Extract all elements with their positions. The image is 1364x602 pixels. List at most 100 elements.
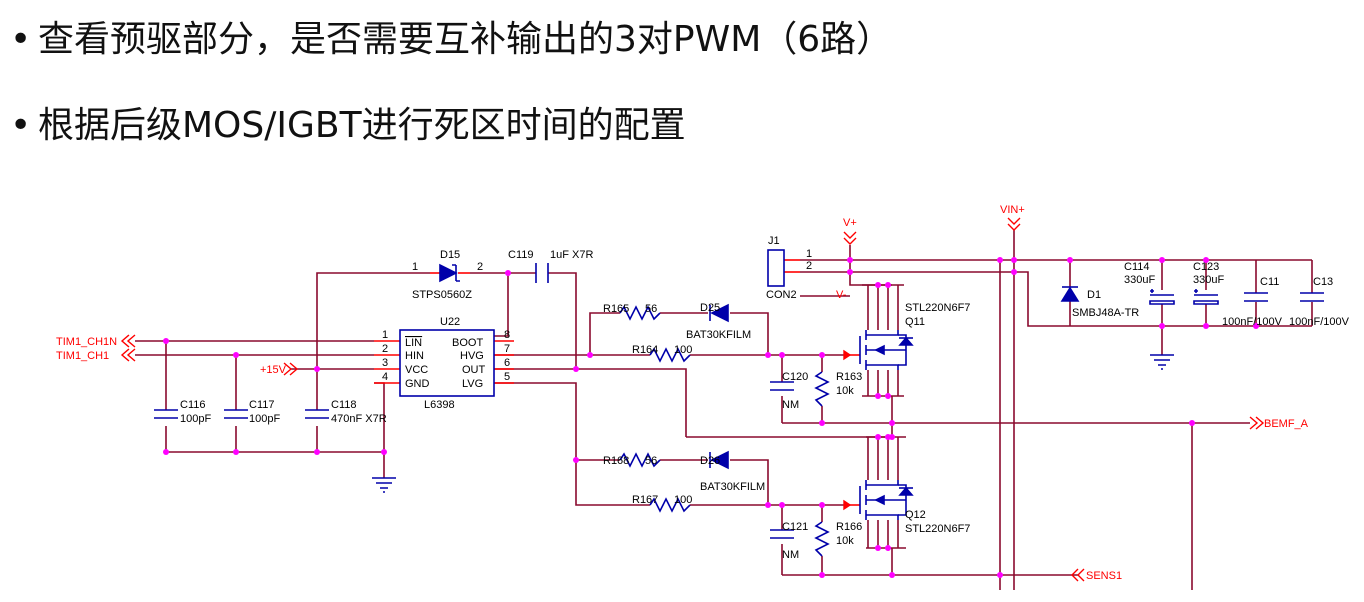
r164-ref: R164 bbox=[632, 344, 658, 356]
c121-value: NM bbox=[782, 549, 799, 561]
d26-part: BAT30KFILM bbox=[700, 481, 765, 493]
c119-cap bbox=[535, 263, 549, 283]
u22-pin-name: LVG bbox=[462, 378, 483, 390]
bullet-item: •查看预驱部分，是否需要互补输出的3对PWM（6路） bbox=[10, 20, 892, 60]
r164-resistor bbox=[649, 347, 691, 363]
q12-part: STL220N6F7 bbox=[905, 523, 970, 535]
r164-value: 100 bbox=[674, 344, 692, 356]
r166-ref: R166 bbox=[836, 521, 862, 533]
c119-value: 1uF X7R bbox=[550, 249, 593, 261]
c118-ref: C118 bbox=[331, 399, 356, 411]
bullet-dot: • bbox=[10, 105, 32, 146]
u22-pin-name: BOOT bbox=[452, 337, 483, 349]
c13-ref: C13 bbox=[1313, 276, 1333, 288]
u22-pin-num: 3 bbox=[382, 357, 388, 369]
c120-ref: C120 bbox=[782, 371, 808, 383]
c119-ref: C119 bbox=[508, 249, 533, 261]
d1-ref: D1 bbox=[1087, 289, 1101, 301]
net-label-vin-plus: VIN+ bbox=[1000, 204, 1025, 216]
d15-diode bbox=[439, 263, 458, 283]
r166-resistor bbox=[814, 521, 830, 557]
bullet-item: •根据后级MOS/IGBT进行死区时间的配置 bbox=[10, 106, 686, 146]
u22-pin-num: 8 bbox=[504, 329, 510, 341]
net-label-tim1-ch1: TIM1_CH1 bbox=[56, 350, 109, 362]
q11-part: STL220N6F7 bbox=[905, 302, 970, 314]
c117-value: 100pF bbox=[249, 413, 280, 425]
c114-cap bbox=[1149, 294, 1175, 305]
d15-pin: 1 bbox=[412, 261, 418, 273]
net-label-vplus: V+ bbox=[843, 217, 857, 229]
net-label-tim1-ch1n: TIM1_CH1N bbox=[56, 336, 117, 348]
u22-pin-name: GND bbox=[405, 378, 430, 390]
c117-cap bbox=[224, 409, 248, 419]
q12-mosfet bbox=[859, 480, 914, 520]
pins bbox=[374, 259, 860, 506]
u22-pin-name: HIN bbox=[405, 350, 424, 362]
c11-cap bbox=[1244, 292, 1268, 302]
c11-value: 100nF/100V bbox=[1222, 316, 1283, 328]
r165-ref: R165 bbox=[603, 303, 629, 315]
u22-ref: U22 bbox=[440, 316, 460, 328]
u22-pin-num: 6 bbox=[504, 357, 510, 369]
net-label-15v: +15V bbox=[260, 364, 287, 376]
q11-mosfet bbox=[859, 330, 914, 370]
d25-part: BAT30KFILM bbox=[686, 329, 751, 341]
d15-ref: D15 bbox=[440, 249, 460, 261]
r168-value: 56 bbox=[645, 455, 657, 467]
c121-ref: C121 bbox=[782, 521, 808, 533]
d1-tvs bbox=[1060, 286, 1080, 302]
components bbox=[154, 249, 1324, 557]
d25-ref: D25 bbox=[700, 302, 720, 314]
net-symbols bbox=[120, 217, 1265, 582]
u22-pin-num: 1 bbox=[382, 329, 388, 341]
r163-value: 10k bbox=[836, 385, 854, 397]
ground-symbol bbox=[372, 477, 396, 493]
r167-value: 100 bbox=[674, 494, 692, 506]
c120-value: NM bbox=[782, 399, 799, 411]
j1-pin: 1 bbox=[806, 248, 812, 260]
junctions bbox=[163, 257, 1259, 578]
c114-value: 330uF bbox=[1124, 274, 1155, 286]
r165-value: 56 bbox=[645, 303, 657, 315]
d26-diode bbox=[710, 450, 729, 470]
r168-ref: R168 bbox=[603, 455, 629, 467]
u22-pin-num: 7 bbox=[504, 343, 510, 355]
u22-part: L6398 bbox=[424, 399, 455, 411]
u22-body bbox=[399, 329, 495, 397]
j1-pin: 2 bbox=[806, 260, 812, 272]
net-label-vminus: V- bbox=[836, 289, 847, 301]
u22-pin-name: LIN bbox=[405, 337, 422, 349]
q12-ref: Q12 bbox=[905, 509, 926, 521]
d25-diode bbox=[710, 303, 729, 323]
c116-cap bbox=[154, 409, 178, 419]
c121-cap bbox=[770, 529, 794, 539]
c123-ref: C123 bbox=[1193, 261, 1219, 273]
u22-pin-name: HVG bbox=[460, 350, 484, 362]
u22-pin-num: 4 bbox=[382, 371, 388, 383]
net-label-bemf-a: BEMF_A bbox=[1264, 418, 1309, 430]
r165-resistor bbox=[619, 305, 661, 321]
c116-ref: C116 bbox=[180, 399, 205, 411]
net-label-sens1: SENS1 bbox=[1086, 570, 1122, 582]
bullet-dot: • bbox=[10, 19, 32, 60]
u22-pin-num: 2 bbox=[382, 343, 388, 355]
c118-cap bbox=[305, 409, 329, 419]
r167-resistor bbox=[649, 497, 691, 513]
u22-pin-name: OUT bbox=[462, 364, 486, 376]
j1-ref: J1 bbox=[768, 235, 780, 247]
ground-symbol bbox=[1150, 354, 1174, 370]
r163-resistor bbox=[814, 371, 830, 407]
d15-part: STPS0560Z bbox=[412, 289, 472, 301]
bullet-text: 查看预驱部分，是否需要互补输出的3对PWM（6路） bbox=[38, 19, 893, 60]
c13-value: 100nF/100V bbox=[1289, 316, 1350, 328]
wires bbox=[135, 230, 1313, 590]
c117-ref: C117 bbox=[249, 399, 274, 411]
bullet-text: 根据后级MOS/IGBT进行死区时间的配置 bbox=[38, 105, 686, 146]
c114-ref: C114 bbox=[1124, 261, 1149, 273]
c13-cap bbox=[1300, 292, 1324, 302]
c123-value: 330uF bbox=[1193, 274, 1224, 286]
r166-value: 10k bbox=[836, 535, 854, 547]
c118-value: 470nF X7R bbox=[331, 413, 387, 425]
